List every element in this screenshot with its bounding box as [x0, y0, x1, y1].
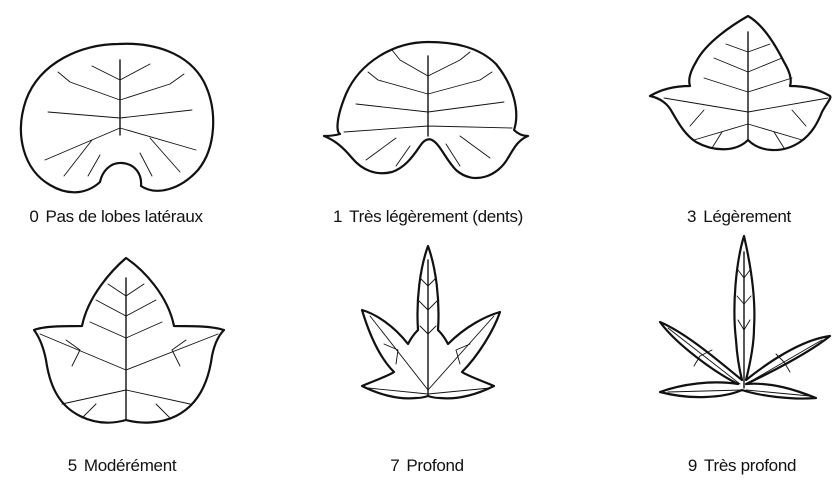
leaf-3-code: 3	[687, 207, 696, 226]
leaf-7-label: Profond	[406, 456, 463, 475]
leaf-9-label: Très profond	[704, 456, 796, 475]
leaf-0-label: Pas de lobes latéraux	[45, 207, 202, 226]
leaf-7-drawing	[362, 246, 500, 398]
leaf-5-drawing	[34, 258, 224, 423]
leaf-3-caption: 3 Légèrement	[687, 207, 791, 227]
leaf-0-code: 0	[29, 207, 38, 226]
leaf-0-caption: 0 Pas de lobes latéraux	[29, 207, 202, 227]
leaf-7-code: 7	[390, 456, 399, 475]
leaf-0-drawing	[21, 44, 213, 193]
leaf-1-label: Très légèrement (dents)	[349, 207, 523, 226]
leaf-5-code: 5	[68, 456, 77, 475]
leaf-3-label: Légèrement	[703, 207, 791, 226]
leaf-9-drawing	[660, 236, 830, 399]
leaf-5-caption: 5 Modérément	[68, 456, 177, 476]
leaf-7-caption: 7 Profond	[390, 456, 464, 476]
leaf-3-drawing	[650, 16, 830, 150]
leaf-1-caption: 1 Très légèrement (dents)	[333, 207, 523, 227]
leaf-1-code: 1	[333, 207, 342, 226]
leaf-1-drawing	[324, 42, 528, 178]
leaf-9-code: 9	[688, 456, 697, 475]
leaf-9-caption: 9 Très profond	[688, 456, 796, 476]
leaf-5-label: Modérément	[84, 456, 176, 475]
